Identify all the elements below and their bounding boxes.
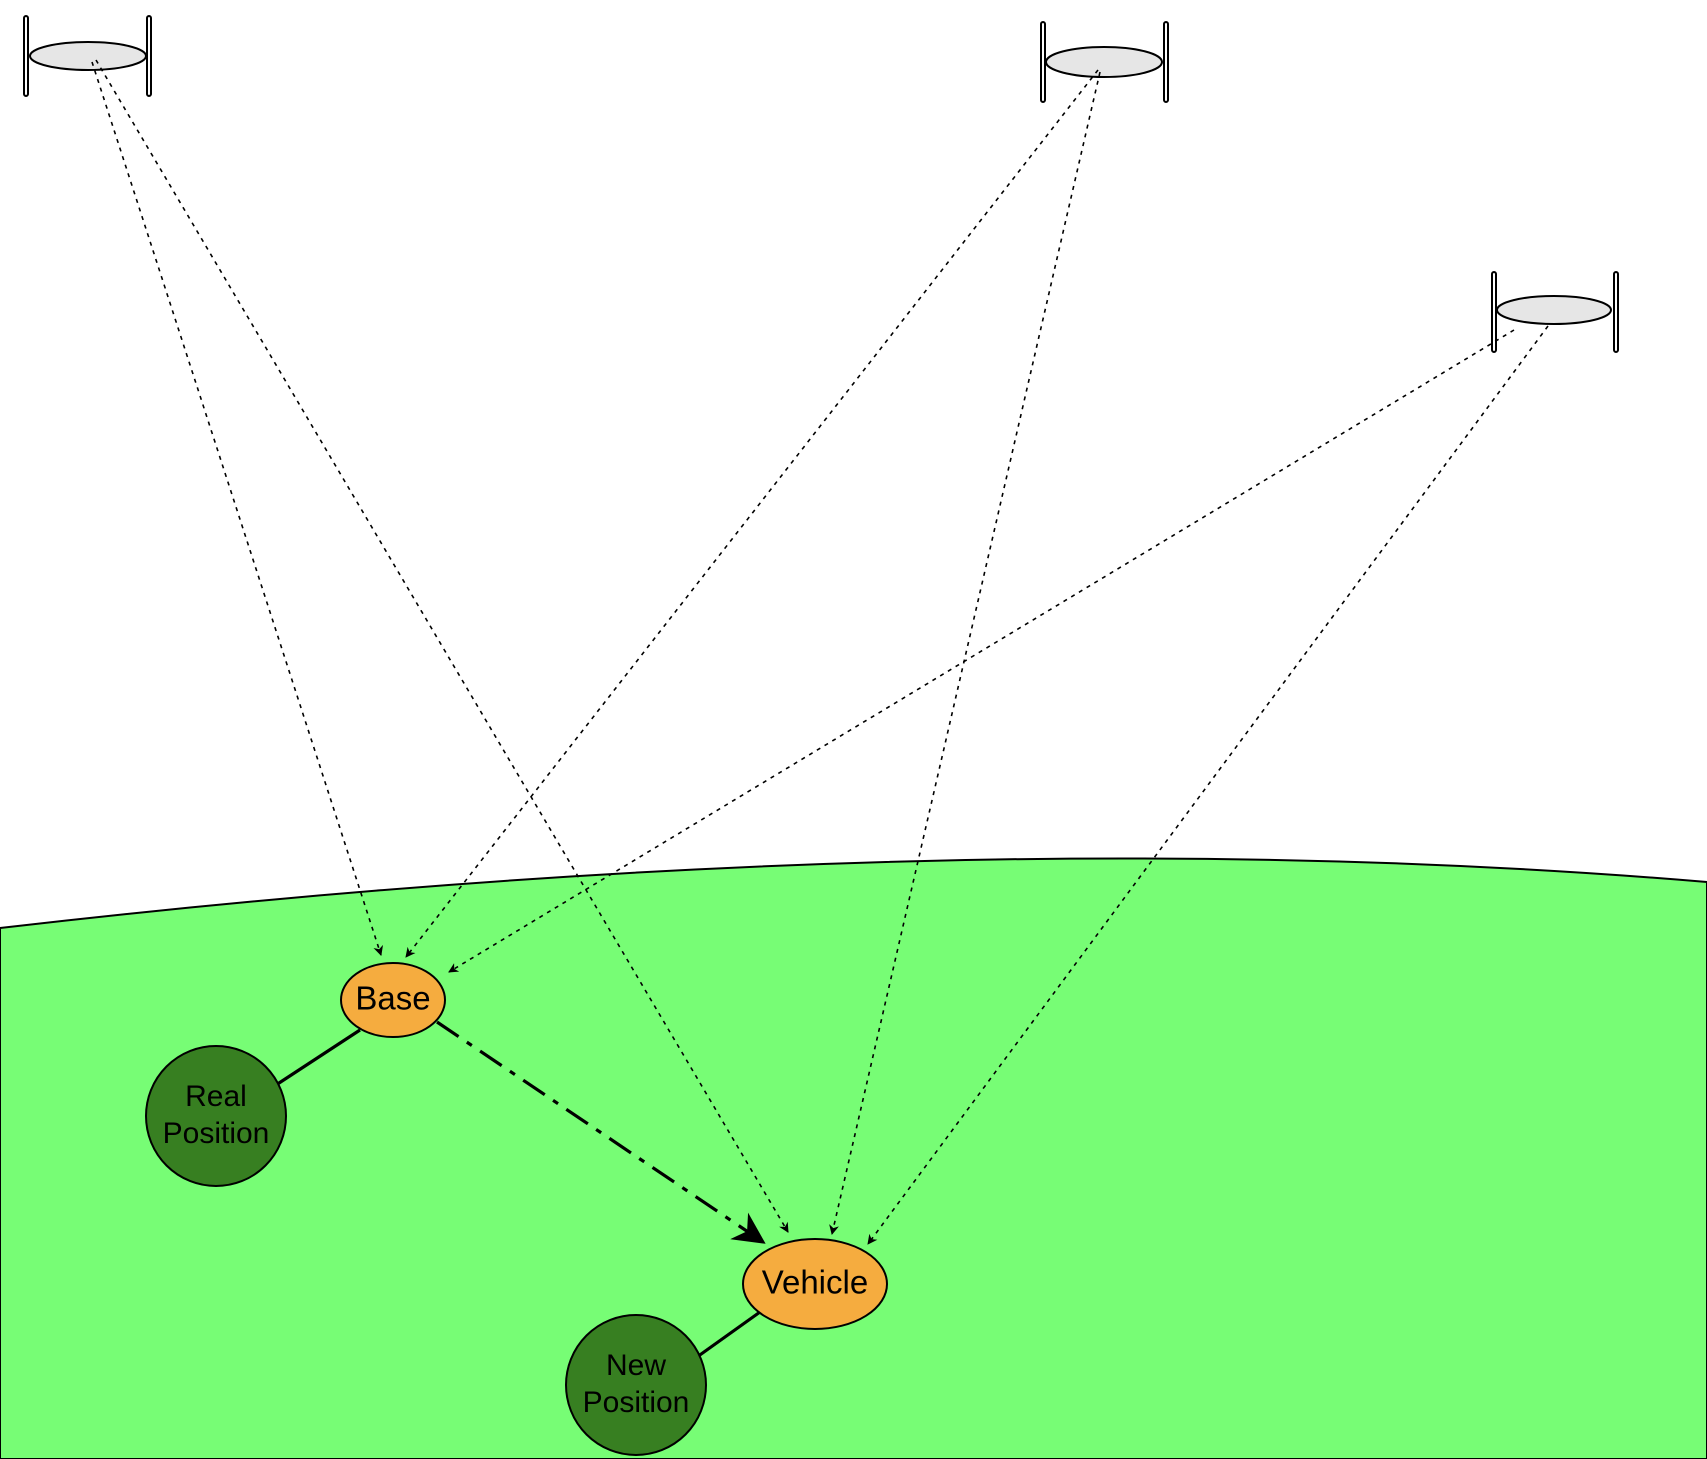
- edge-sat2-vehicle: [829, 71, 1101, 1235]
- edge-base-real-position: [275, 1028, 361, 1087]
- real-position-label-line1: Real: [185, 1080, 247, 1113]
- edge-sat3-base: [448, 329, 1515, 973]
- edge-sat1-vehicle: [95, 59, 789, 1233]
- vehicle-label: Vehicle: [762, 1264, 868, 1301]
- new-position-node: New Position: [565, 1314, 707, 1456]
- satellite-2: [1040, 21, 1169, 103]
- satellite-3: [1491, 271, 1619, 353]
- edge-sat3-vehicle: [867, 325, 1549, 1245]
- new-position-label-line2: Position: [583, 1386, 690, 1419]
- new-position-label-line1: New: [606, 1349, 666, 1382]
- edge-sat2-base: [405, 69, 1099, 958]
- base-node: Base: [340, 962, 446, 1038]
- vehicle-node: Vehicle: [742, 1238, 888, 1330]
- real-position-node: Real Position: [145, 1045, 287, 1187]
- real-position-label-line2: Position: [163, 1117, 270, 1150]
- base-label: Base: [355, 980, 430, 1017]
- edge-base-vehicle: [436, 1020, 766, 1244]
- satellite-1: [23, 15, 152, 97]
- edge-vehicle-new-position: [696, 1310, 761, 1359]
- edge-sat1-base: [91, 61, 383, 956]
